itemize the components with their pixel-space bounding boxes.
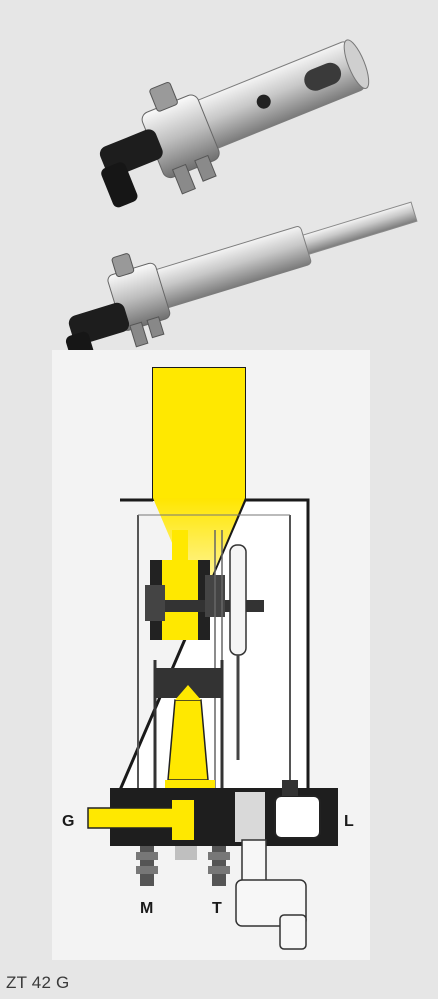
port-label-m: M	[140, 900, 153, 917]
port-label-l: L	[344, 813, 354, 830]
ignitor-photo-long	[65, 201, 418, 375]
ignitor-photo-short	[99, 39, 370, 208]
plug-connector	[235, 839, 307, 950]
port-label-t: T	[212, 900, 222, 917]
port-label-g: G	[62, 813, 74, 830]
cross-section-diagram: G L M T	[52, 350, 370, 960]
spark-tube	[229, 544, 247, 656]
product-caption: ZT 42 G	[6, 973, 70, 992]
